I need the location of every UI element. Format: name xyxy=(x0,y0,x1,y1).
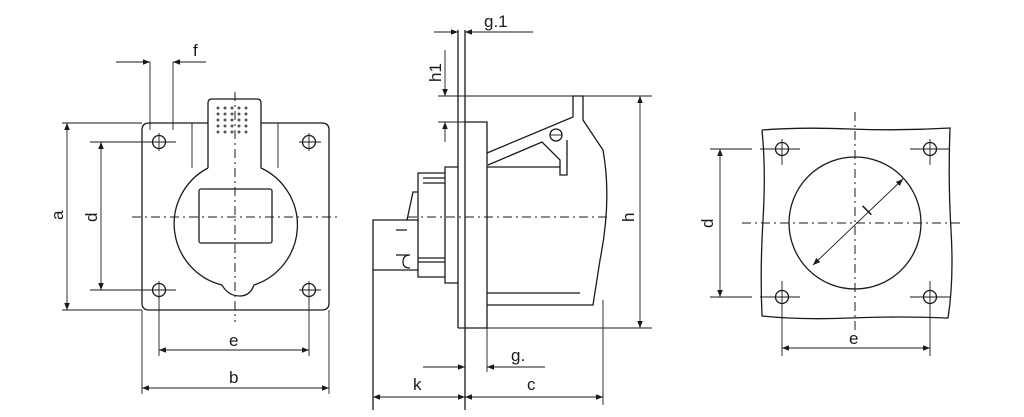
panel-outline xyxy=(760,127,953,320)
dim-label-a: a xyxy=(48,210,67,220)
dim-label-b: b xyxy=(229,368,238,387)
dim-label-h1: h1 xyxy=(426,63,445,82)
dim-label-k: k xyxy=(413,375,422,394)
housing-body xyxy=(486,95,608,306)
mounting-plate xyxy=(141,122,330,311)
side-view: g.1 h1 h g. k c xyxy=(372,12,652,410)
dim-label-d: d xyxy=(82,213,101,222)
dim-label-h: h xyxy=(619,213,638,222)
rear-connector xyxy=(372,166,458,410)
dim-label-g: g. xyxy=(511,346,525,365)
label-window xyxy=(198,188,273,244)
lid-outline xyxy=(173,167,299,297)
vent-dots xyxy=(216,106,248,134)
dim-label-e-cutout: e xyxy=(849,329,858,348)
dim-label-l: l xyxy=(859,203,875,219)
dim-label-e: e xyxy=(229,331,238,350)
panel-cutout-view: l d e xyxy=(698,112,960,356)
front-view: f a d e b xyxy=(48,41,340,394)
dim-label-d-cutout: d xyxy=(698,219,717,228)
mounting-holes xyxy=(760,139,950,307)
dim-label-c: c xyxy=(527,375,536,394)
dim-label-f: f xyxy=(193,41,198,60)
flange xyxy=(458,121,488,329)
dim-label-g1: g.1 xyxy=(484,12,508,31)
